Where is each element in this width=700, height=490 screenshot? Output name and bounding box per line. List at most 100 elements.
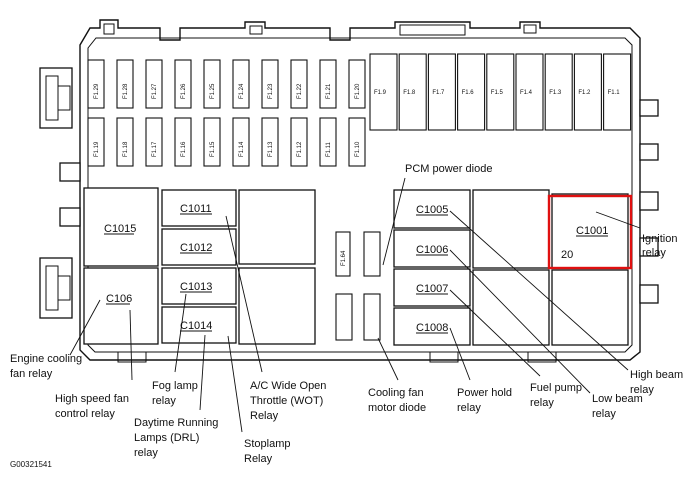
top-small-fuse-label: F1.26 — [181, 83, 187, 99]
top-small-fuse-label: F1.25 — [210, 83, 216, 99]
callout-drl-1: Daytime Running — [134, 417, 218, 429]
fuse-row-bottom-small: F1.19 F1.18 F1.17 F1.16 F1.15 F1.14 F1.13 F1.12… — [87, 117, 366, 167]
side-tab — [639, 284, 659, 304]
fuse-box-housing — [79, 19, 641, 361]
side-tab — [639, 143, 659, 161]
callout-fuel-pump-1: Fuel pump — [530, 382, 582, 394]
bottom-small-fuse-label: F1.18 — [123, 141, 129, 157]
connector-c106-label: C106 — [106, 293, 132, 305]
top-large-fuse-label: F1.5 — [491, 90, 504, 96]
bottom-small-fuse-label: F1.13 — [268, 141, 274, 157]
bottom-small-fuse — [348, 117, 366, 167]
bottom-small-fuse — [87, 117, 105, 167]
callout-ignition-relay-1: Ignition — [642, 233, 677, 245]
callout-stoplamp-2: Relay — [244, 453, 273, 465]
bottom-small-fuse-label: F1.16 — [181, 141, 187, 157]
side-tab — [59, 162, 81, 182]
top-large-fuse-label: F1.9 — [374, 90, 387, 96]
side-tab — [639, 237, 659, 257]
top-small-fuse — [348, 59, 366, 109]
callout-fog-lamp-2: relay — [152, 395, 176, 407]
top-small-fuse-label: F1.29 — [94, 83, 100, 99]
bottom-small-fuse-label: F1.15 — [210, 141, 216, 157]
relay-block-blank — [472, 189, 550, 269]
callout-ignition-relay-2: relay — [642, 247, 666, 259]
bottom-tab — [117, 351, 147, 363]
side-tab — [639, 99, 659, 117]
top-small-fuse-label: F1.22 — [297, 83, 303, 99]
bottom-small-fuse — [145, 117, 163, 167]
callout-high-speed-fan-1: High speed fan — [55, 393, 129, 405]
bottom-small-fuse — [203, 117, 221, 167]
callout-drl-3: relay — [134, 447, 158, 459]
connector-c1015-label: C1015 — [104, 223, 136, 235]
figure-code: G00321541 — [10, 460, 52, 469]
top-small-fuse — [319, 59, 337, 109]
top-small-fuse-label: F1.27 — [152, 83, 158, 99]
side-tab — [59, 207, 81, 227]
relay-c1012 — [161, 228, 237, 266]
left-latch-top — [39, 67, 73, 129]
callout-wot-2: Throttle (WOT) — [250, 395, 323, 407]
callout-engine-cooling-1: Engine cooling — [10, 353, 82, 365]
top-large-fuse — [369, 53, 398, 131]
callout-stoplamp-1: Stoplamp — [244, 438, 290, 450]
top-small-fuse — [174, 59, 192, 109]
callout-wot-3: Relay — [250, 410, 279, 422]
callout-low-beam-2: relay — [592, 408, 616, 420]
top-large-fuse — [427, 53, 456, 131]
inner-outline — [87, 37, 633, 353]
bottom-small-fuse-label: F1.14 — [239, 141, 245, 157]
top-small-fuse — [116, 59, 134, 109]
top-large-fuse-label: F1.6 — [462, 90, 475, 96]
connector-c1013-label: C1013 — [180, 281, 212, 293]
top-small-fuse-label: F1.20 — [355, 83, 361, 99]
connector-c1001-label: C1001 — [576, 225, 608, 237]
top-large-fuse — [515, 53, 544, 131]
top-small-fuse — [232, 59, 250, 109]
bottom-small-fuse-label: F1.10 — [355, 141, 361, 157]
top-large-fuse — [398, 53, 427, 131]
bottom-small-fuse — [174, 117, 192, 167]
top-large-fuse-label: F1.4 — [520, 90, 533, 96]
top-small-fuse — [87, 59, 105, 109]
top-small-fuse-label: F1.23 — [268, 83, 274, 99]
top-small-fuse-label: F1.28 — [123, 83, 129, 99]
callout-power-hold-2: relay — [457, 402, 481, 414]
bottom-tab — [429, 351, 459, 363]
top-large-fuse — [573, 53, 602, 131]
top-large-fuse — [457, 53, 486, 131]
pcm-power-diode — [363, 231, 381, 277]
highlight-note: 20 — [561, 249, 573, 261]
callout-cooling-fan-diode-2: motor diode — [368, 402, 426, 414]
top-small-fuse-label: F1.21 — [326, 83, 332, 99]
bottom-tab — [527, 351, 557, 363]
top-large-fuse-label: F1.8 — [403, 90, 416, 96]
relay-c1011 — [161, 189, 237, 227]
bottom-small-fuse-label: F1.19 — [94, 141, 100, 157]
bottom-small-fuse-label: F1.11 — [326, 141, 332, 157]
relay-c1014 — [161, 306, 237, 344]
connector-c1007-label: C1007 — [416, 283, 448, 295]
bottom-small-fuse-label: F1.12 — [297, 141, 303, 157]
bottom-small-fuse-label: F1.17 — [152, 141, 158, 157]
callout-cooling-fan-diode-1: Cooling fan — [368, 387, 424, 399]
relay-c106 — [83, 267, 159, 345]
connector-c1014-label: C1014 — [180, 320, 212, 332]
ignition-relay-highlight — [547, 194, 633, 270]
callout-power-hold-1: Power hold — [457, 387, 512, 399]
connector-c1012-label: C1012 — [180, 242, 212, 254]
top-large-fuse — [544, 53, 573, 131]
callout-pcm-power-diode: PCM power diode — [405, 163, 492, 175]
bottom-small-fuse — [261, 117, 279, 167]
callout-engine-cooling-2: fan relay — [10, 368, 53, 380]
top-small-fuse — [290, 59, 308, 109]
top-large-fuse — [603, 53, 632, 131]
callout-drl-2: Lamps (DRL) — [134, 432, 199, 444]
bottom-small-fuse — [116, 117, 134, 167]
bottom-small-fuse — [290, 117, 308, 167]
top-large-fuse-label: F1.1 — [608, 90, 621, 96]
relay-c1001 — [551, 193, 629, 269]
